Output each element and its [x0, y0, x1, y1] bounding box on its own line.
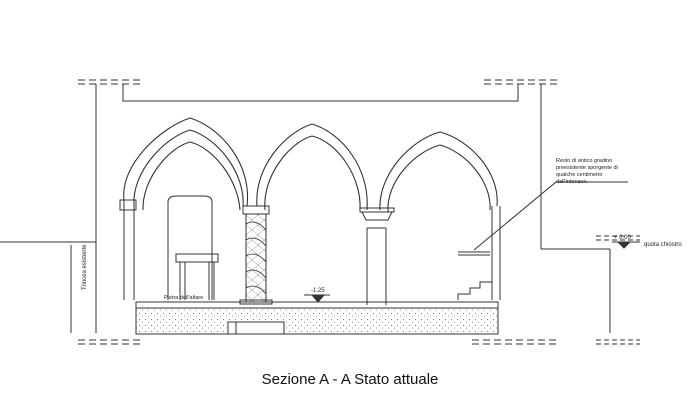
cloister-label: quota chiostro [644, 242, 682, 248]
left-pilaster [119, 199, 137, 300]
top-dashed-marks [78, 79, 560, 85]
level-floor-label: -1.25 [311, 288, 325, 294]
note-line: dall'intonaco. [556, 179, 588, 185]
bottom-dashed-marks [78, 235, 640, 345]
note-line: qualche centimetro [556, 172, 602, 178]
outer-profile [0, 84, 611, 333]
note-line: preesistente sporgente di [556, 165, 618, 171]
level-cloister-label: + 0.00 [614, 235, 632, 241]
altar-niche [167, 195, 219, 300]
drawing-title: Sezione A - A Stato attuale [261, 371, 439, 388]
trench-box [70, 242, 97, 333]
note-line: Resto di antico gradino [556, 158, 612, 164]
note-text: Resto di antico gradino preesistente spo… [556, 158, 618, 185]
level-marker-floor [304, 294, 330, 303]
level-marker-cloister [612, 241, 640, 249]
note-leader [473, 181, 628, 251]
vaults [123, 117, 498, 213]
right-wall [457, 206, 501, 300]
right-column [359, 207, 395, 305]
floor-slab [135, 301, 499, 335]
altar-stone-label: Pietra dell'altare [164, 295, 203, 301]
twisted-column [239, 205, 273, 305]
trench-label: Trincea esistente [82, 244, 88, 290]
